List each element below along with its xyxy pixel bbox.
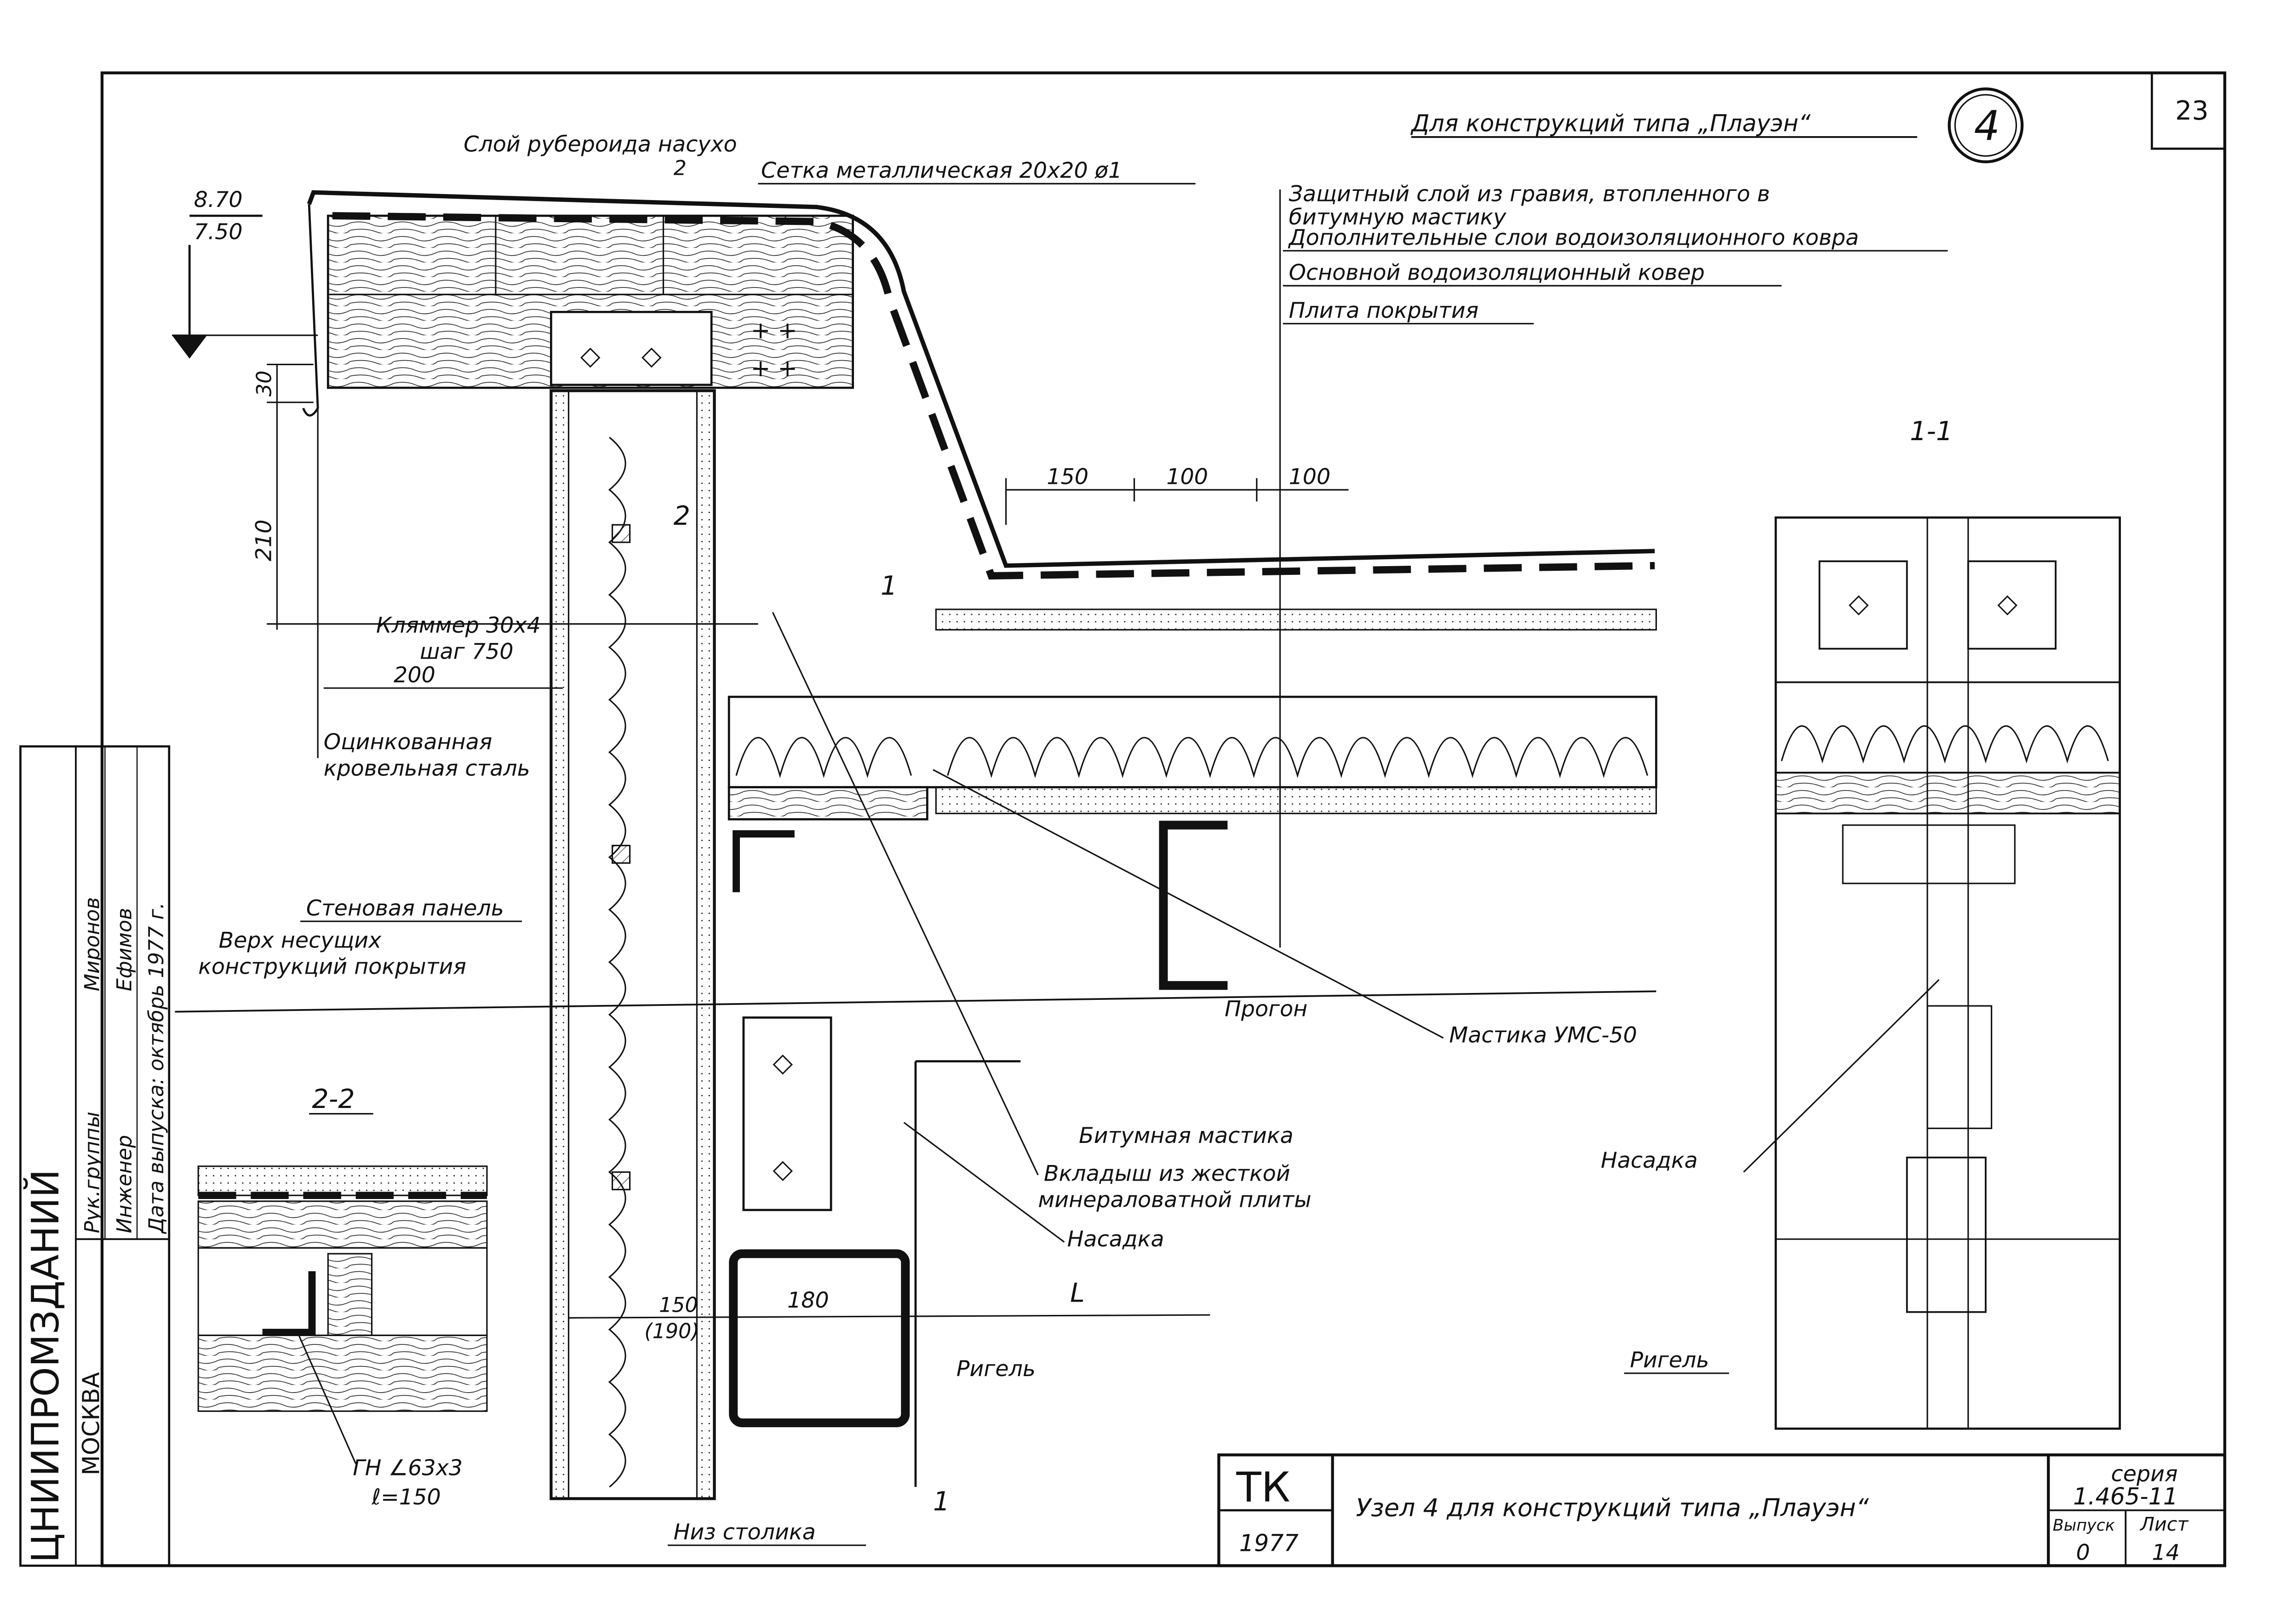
label-nasadka: Насадка <box>1067 1227 1164 1252</box>
column-outline <box>914 1060 1021 1487</box>
stamp-role-1: Рук.группы <box>81 1112 104 1234</box>
rigel-tube <box>729 1249 910 1428</box>
label-gravel-2: битумную мастику <box>1289 205 1507 230</box>
parapet-roofing <box>307 190 1655 568</box>
stamp-name-1: Миронов <box>81 897 104 992</box>
label-insert-1: Вкладыш из жесткой <box>1044 1161 1290 1186</box>
label-rigel-1-1: Ригель <box>1630 1348 1709 1373</box>
section-1-1-bolt-1: ◇ <box>1849 588 1869 619</box>
elevation-triangle <box>172 335 207 359</box>
top-struct-line <box>175 990 1656 1013</box>
side-stamp <box>19 745 171 1567</box>
section-title-2-2: 2-2 <box>312 1084 355 1114</box>
sheet-header: Для конструкций типа „Плауэн“ <box>1410 109 1811 137</box>
label-angle-leader <box>298 1335 356 1464</box>
dim-200: 200 <box>394 662 435 688</box>
nasadka-plate <box>742 1016 832 1211</box>
elevation-bottom: 7.50 <box>194 219 243 245</box>
section-mark-1-bottom: 1 <box>933 1486 950 1517</box>
dim-100-top-a: 100 <box>1166 464 1208 489</box>
purlin-channel <box>1159 821 1228 990</box>
label-angle-1: ГН ∠63х3 <box>353 1456 463 1481</box>
sheet-value: 14 <box>2152 1540 2179 1566</box>
connection-plate <box>550 310 713 386</box>
stamp-city: МОСКВА <box>78 1372 105 1475</box>
label-wall-panel: Стеновая панель <box>306 896 504 921</box>
dim-100-top-b: 100 <box>1289 464 1331 489</box>
label-nasadka-leader <box>903 1122 1065 1243</box>
label-insert-leader <box>772 612 1039 1176</box>
label-main-layer: Основной водоизоляционный ковер <box>1289 260 1705 286</box>
label-top-struct-1: Верх несущих <box>219 928 382 953</box>
dim-2: 2 <box>674 156 687 180</box>
label-bitumen: Битумная мастика <box>1079 1123 1294 1148</box>
bolt-symbol-1: ◇ <box>580 340 601 371</box>
label-insert-2: минераловатной плиты <box>1038 1187 1311 1212</box>
stamp-role-2: Инженер <box>113 1135 136 1234</box>
wall-panel <box>550 389 716 1500</box>
title-year: 1977 <box>1239 1530 1299 1557</box>
label-steel-1: Оцинкованная <box>324 729 493 755</box>
label-slab: Плита покрытия <box>1289 298 1479 323</box>
dim-180: 180 <box>787 1288 829 1313</box>
label-rigel: Ригель <box>957 1356 1036 1382</box>
series-value: 1.465-11 <box>2073 1483 2178 1510</box>
label-extra-layers: Дополнительные слои водоизоляционного ко… <box>1288 225 1859 251</box>
title-code: ТК <box>1236 1464 1290 1511</box>
dim-L: L <box>1070 1278 1085 1308</box>
label-gravel-1: Защитный слой из гравия, втопленного в <box>1289 181 1770 207</box>
stamp-release-date: Дата выпуска: октябрь 1977 г. <box>145 902 168 1234</box>
bolt-symbol-2: ◇ <box>642 340 662 371</box>
dim-190: (190) <box>644 1320 699 1343</box>
bolt-symbol-4: ◇ <box>773 1154 793 1184</box>
sheet-number: 23 <box>2175 96 2209 126</box>
issue-value: 0 <box>2076 1540 2090 1566</box>
section-2-2-drawing <box>197 1165 488 1412</box>
series-label: серия <box>2111 1461 2178 1486</box>
section-1-1-drawing <box>1775 516 2121 1430</box>
node-marker-inner <box>1954 94 2017 157</box>
section-title-1-1: 1-1 <box>1910 416 1953 447</box>
roof-slab <box>728 608 1657 821</box>
bolt-cross-group-2: + + <box>751 355 797 382</box>
dim-L-line <box>568 1314 1210 1319</box>
section-mark-2: 2 <box>674 501 690 531</box>
stamp-name-2: Ефимов <box>113 908 136 992</box>
section-1-1-bolt-2: ◇ <box>1997 588 2017 619</box>
dim-30: 30 <box>253 371 276 396</box>
label-table-bottom: Низ столика <box>674 1520 816 1545</box>
node-marker-circle <box>1948 87 2024 164</box>
parapet-steel-edge <box>302 204 319 417</box>
label-nasadka-1-1: Насадка <box>1601 1148 1698 1173</box>
section-mark-1: 1 <box>881 571 897 601</box>
node-marker-number: 4 <box>1974 102 2000 149</box>
label-top-struct-2: конструкций покрытия <box>198 954 466 979</box>
sheet-label: Лист <box>2139 1513 2189 1535</box>
bolt-symbol-3: ◇ <box>773 1048 793 1078</box>
elevation-top: 8.70 <box>194 187 243 212</box>
stamp-org: ЦНИИПРОМЗДАНИЙ <box>23 1169 68 1563</box>
dim-150-low: 150 <box>659 1294 698 1317</box>
label-mesh: Сетка металлическая 20х20 ø1 <box>761 158 1122 184</box>
label-ruberoid: Слой рубероида насухо <box>464 132 737 157</box>
title-text: Узел 4 для конструкций типа „Плауэн“ <box>1356 1493 1869 1522</box>
label-klammer-1: Кляммер 30х4 <box>376 613 541 638</box>
label-angle-2: ℓ=150 <box>371 1485 441 1510</box>
sheet-frame <box>100 71 2227 1567</box>
label-mastic-ums-leader <box>933 769 1444 1039</box>
dim-210: 210 <box>252 520 277 562</box>
label-nasadka-1-1-leader <box>1743 979 1940 1173</box>
channel-left <box>733 830 795 892</box>
label-steel-2: кровельная сталь <box>324 756 530 781</box>
issue-label: Выпуск <box>2053 1516 2115 1535</box>
label-purlin: Прогон <box>1225 996 1307 1021</box>
dim-150-top: 150 <box>1047 464 1089 489</box>
label-klammer-2: шаг 750 <box>420 639 513 665</box>
label-mastic-ums: Мастика УМС-50 <box>1449 1022 1637 1048</box>
title-block <box>1217 1453 2227 1567</box>
bolt-cross-group: + + <box>751 316 797 344</box>
